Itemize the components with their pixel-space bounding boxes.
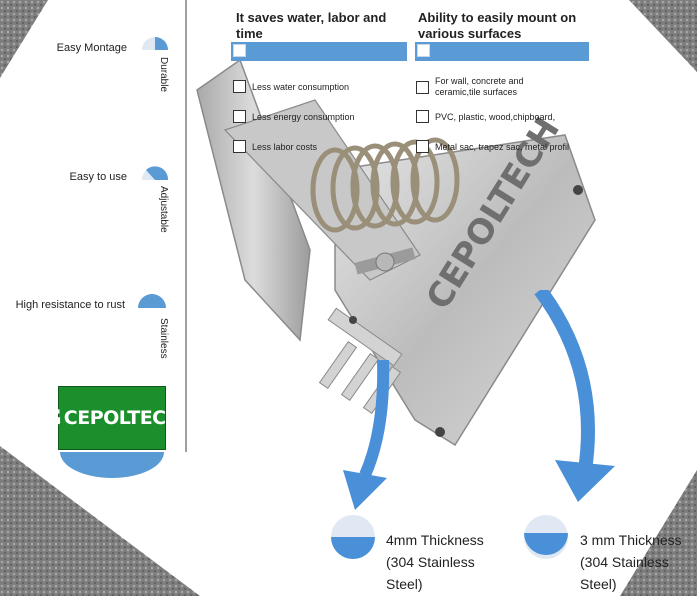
checkbox[interactable] bbox=[233, 140, 246, 153]
feature-tag-stainless: Stainless bbox=[158, 318, 169, 359]
list-item: Less energy consumption bbox=[233, 110, 355, 123]
thickness-3mm-label: 3 mm Thickness (304 Stainless Steel) bbox=[580, 532, 682, 592]
checkbox[interactable] bbox=[233, 80, 246, 93]
arrow-to-3mm bbox=[534, 290, 615, 502]
column-header-bar-mounting bbox=[415, 42, 589, 61]
checkbox[interactable] bbox=[416, 80, 429, 94]
checkbox[interactable] bbox=[416, 110, 429, 123]
checkbox[interactable] bbox=[416, 140, 429, 153]
thickness-4mm-label: 4mm Thickness (304 Stainless Steel) bbox=[386, 532, 484, 592]
list-item: Less labor costs bbox=[233, 140, 317, 153]
stainless-gauge-icon bbox=[138, 294, 166, 308]
textured-corner-bottom-right bbox=[620, 470, 697, 596]
checkbox[interactable] bbox=[233, 110, 246, 123]
feature-label-rust-resistance: High resistance to rust bbox=[15, 299, 125, 311]
column-title-savings: It saves water, labor and time bbox=[236, 10, 387, 41]
cepoltech-logo: G CEPOLTECH bbox=[43, 386, 182, 450]
feature-label-easy-montage: Easy Montage bbox=[56, 42, 127, 54]
header-bar-box bbox=[233, 44, 246, 57]
thickness-4mm-icon bbox=[331, 515, 375, 559]
feature-tag-durable: Durable bbox=[158, 57, 169, 93]
bracket-product-image: CEPOLTECH bbox=[196, 58, 596, 447]
logo-mark: G bbox=[42, 405, 62, 431]
thickness-3mm-icon bbox=[524, 515, 568, 559]
list-item: Less water consumption bbox=[233, 80, 349, 93]
vertical-divider bbox=[185, 0, 187, 452]
column-header-bar-savings bbox=[231, 42, 407, 61]
feature-tag-adjustable: Adjustable bbox=[158, 186, 169, 233]
textured-corner-bottom-left bbox=[0, 446, 200, 596]
textured-corner-top-right bbox=[629, 0, 697, 72]
list-item: For wall, concrete and ceramic,tile surf… bbox=[416, 76, 524, 98]
list-item: PVC, plastic, wood,chipboard, bbox=[416, 110, 555, 123]
logo-base-semicircle bbox=[60, 452, 164, 478]
durable-gauge-icon bbox=[142, 37, 168, 50]
textured-corner-top-left bbox=[0, 0, 48, 78]
adjustable-gauge-icon bbox=[142, 166, 169, 180]
feature-label-easy-to-use: Easy to use bbox=[69, 171, 127, 183]
column-title-mounting: Ability to easily mount on various surfa… bbox=[418, 10, 577, 41]
arrow-to-4mm bbox=[343, 360, 390, 510]
header-bar-box bbox=[417, 44, 430, 57]
list-item: Metal sac, trapez sac, metal profil bbox=[416, 140, 569, 153]
logo-text: CEPOLTECH bbox=[63, 407, 182, 429]
